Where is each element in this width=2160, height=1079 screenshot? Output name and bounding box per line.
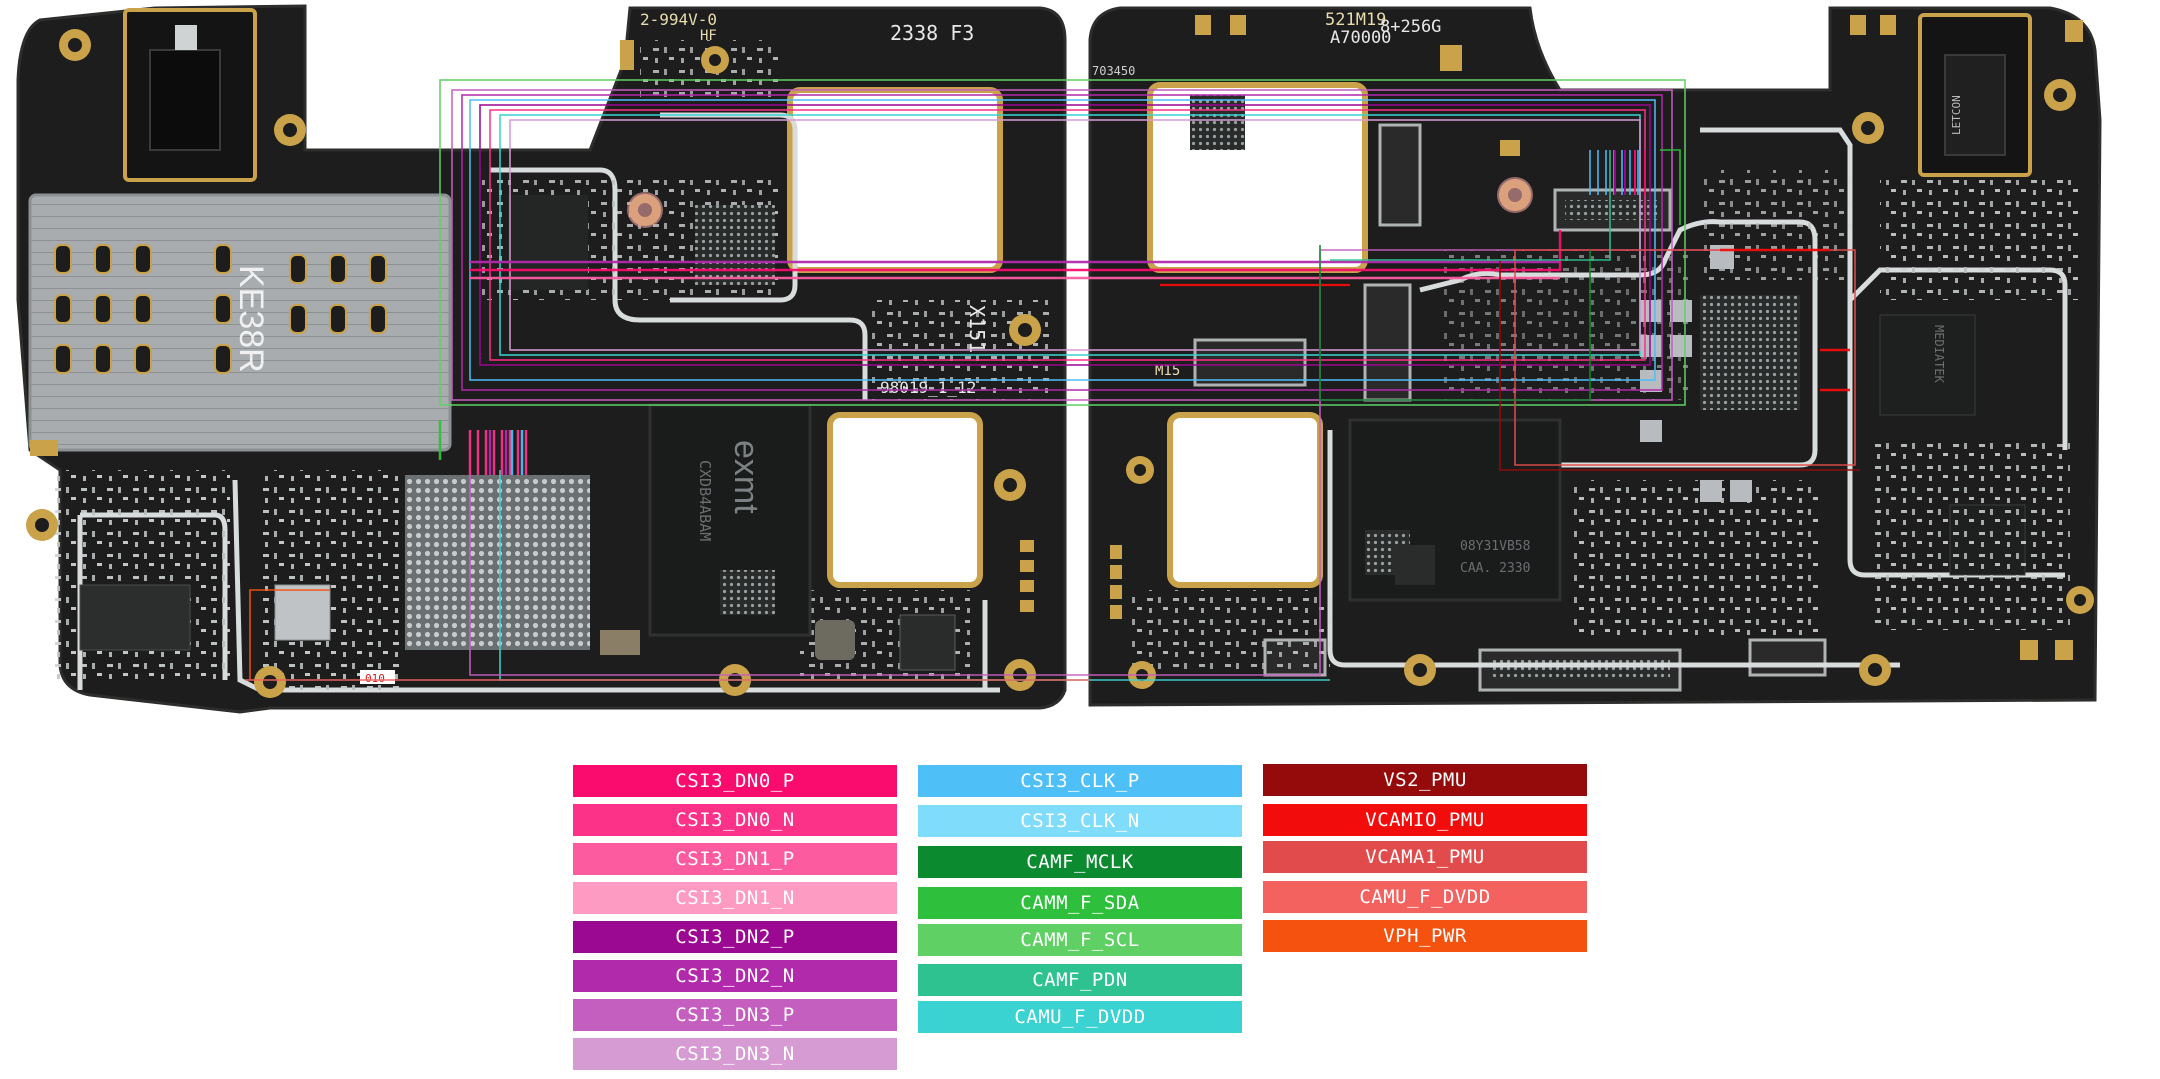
svg-text:08Y31VB58: 08Y31VB58: [1460, 539, 1530, 554]
legend-camm-f-scl: CAMM_F_SCL: [918, 924, 1242, 956]
left-board: KE38R exmt CXDB4ABAM: [16, 4, 1067, 714]
svg-text:X151: X151: [965, 305, 989, 353]
legend-csi3-clk-n: CSI3_CLK_N: [918, 805, 1242, 837]
legend-csi3-dn3-p: CSI3_DN3_P: [573, 999, 897, 1031]
connector-vertical-1: [1378, 123, 1422, 227]
legend-camu-f-dvdd: CAMU_F_DVDD: [918, 1001, 1242, 1033]
legend-csi3-dn1-p: CSI3_DN1_P: [573, 843, 897, 875]
legend-csi3-dn0-p: CSI3_DN0_P: [573, 765, 897, 797]
legend-camf-mclk: CAMF_MCLK: [918, 846, 1242, 878]
svg-text:521M19: 521M19: [1325, 10, 1386, 30]
svg-text:8+256G: 8+256G: [1380, 17, 1441, 37]
svg-text:HF: HF: [700, 28, 717, 44]
legend-vcama1-pmu: VCAMA1_PMU: [1263, 841, 1587, 873]
legend-csi3-dn0-n: CSI3_DN0_N: [573, 804, 897, 836]
legend-camf-pdn: CAMF_PDN: [918, 964, 1242, 996]
pcb-diagram: KE38R exmt CXDB4ABAM: [16, 4, 2102, 714]
svg-text:2-994V-0: 2-994V-0: [640, 10, 717, 29]
connector-horizontal: [1193, 338, 1307, 387]
svg-text:703450: 703450: [1092, 64, 1135, 78]
svg-text:M15: M15: [1155, 363, 1180, 379]
legend-csi3-dn1-n: CSI3_DN1_N: [573, 882, 897, 914]
camera-window-2: [827, 412, 983, 588]
legend-vph-pwr: VPH_PWR: [1263, 920, 1587, 952]
connector-vertical-2: [1363, 283, 1412, 402]
svg-text:MEDIATEK: MEDIATEK: [1932, 325, 1946, 384]
legend-camu-f-dvdd: CAMU_F_DVDD: [1263, 881, 1587, 913]
legend-csi3-dn2-p: CSI3_DN2_P: [573, 921, 897, 953]
legend-vs2-pmu: VS2_PMU: [1263, 764, 1587, 796]
svg-text:2338 F3: 2338 F3: [890, 21, 974, 45]
svg-text:LETCON: LETCON: [1950, 95, 1963, 135]
svg-text:CAA. 2330: CAA. 2330: [1460, 561, 1530, 576]
legend-csi3-clk-p: CSI3_CLK_P: [918, 765, 1242, 797]
svg-text:exmt: exmt: [727, 440, 765, 514]
legend-vcamio-pmu: VCAMIO_PMU: [1263, 804, 1587, 836]
sim-tray-label: KE38R: [232, 265, 270, 373]
svg-text:CXDB4ABAM: CXDB4ABAM: [696, 460, 714, 541]
svg-text:010: 010: [365, 672, 385, 685]
soc-bga: [405, 475, 590, 650]
legend-csi3-dn3-n: CSI3_DN3_N: [573, 1038, 897, 1070]
right-board: LETCON 08Y31VB58 CAA. 2330 MEDIATEK: [1088, 6, 2102, 707]
svg-text:98019_1_12: 98019_1_12: [880, 378, 976, 397]
svg-text:A70000: A70000: [1330, 28, 1391, 48]
signal-net-overlay: [245, 79, 1860, 681]
legend-camm-f-sda: CAMM_F_SDA: [918, 887, 1242, 919]
mediatek-chip: [1879, 314, 1976, 416]
legend-csi3-dn2-n: CSI3_DN2_N: [573, 960, 897, 992]
